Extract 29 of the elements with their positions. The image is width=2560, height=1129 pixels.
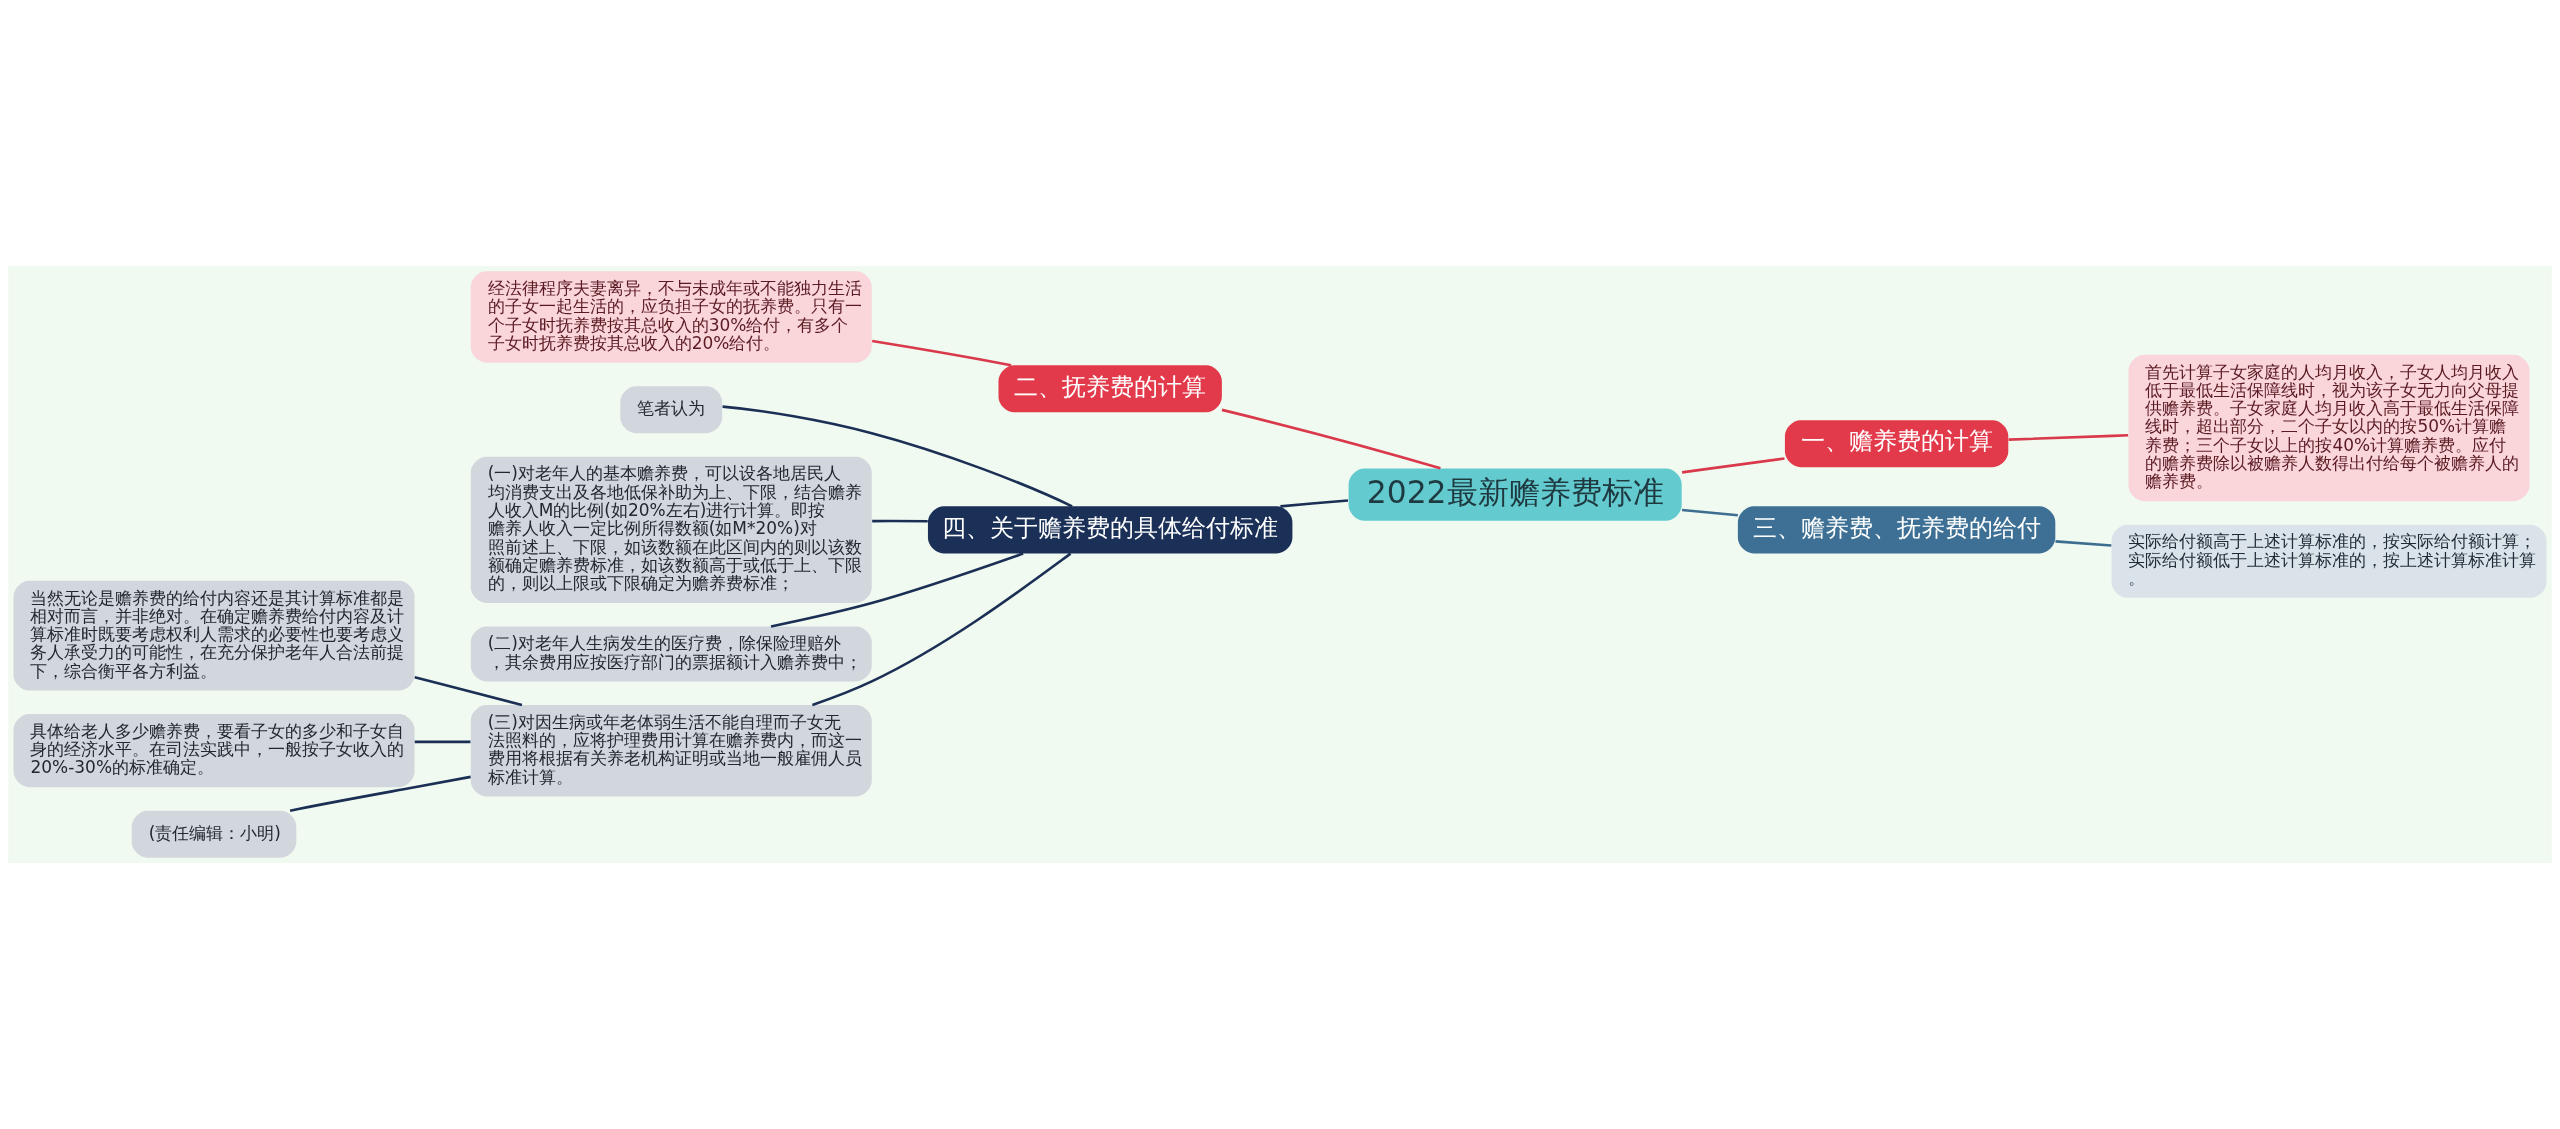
node-box: 经法律程序夫妻离异，不与未成年或不能独力生活的子女一起生活的，应负担子女的抚养费。只有一个子女时抚养费按其总收入的30%给付，有多个子女时抚养费按其总收入的20%给付。 xyxy=(470,271,872,363)
connector xyxy=(1221,408,1441,470)
node-box: (一)对老年人的基本赡养费，可以设各地居民人均消费支出及各地低保补助为上、下限，结合赡养人收入M的比例(如20%左右)进行计算。即按赡养人收入一定比例所得数额(如M*20%)对照前述上、下限，如该数额在此区间内的则以该数额确定赡养费标准，如该数额高于或低于上、下限的，则以上限或下限确定为赡养费标准； xyxy=(470,456,872,604)
connector xyxy=(770,552,1024,628)
connector xyxy=(1280,499,1349,508)
node-box: 笔者认为 xyxy=(620,386,723,434)
connector xyxy=(414,740,471,744)
node-box: 实际给付额高于上述计算标准的，按实际给付额计算；实际给付额低于上述计算标准的，按上述计算标准计算。 xyxy=(2111,524,2547,598)
node-box: 当然无论是赡养费的给付内容还是其计算标准都是相对而言，并非绝对。在确定赡养费给付内容及计算标准时既要考虑权利人需求的必要性也要考虑义务人承受力的可能性，在充分保护老年人合法前提下，综合衡平各方利益。 xyxy=(13,580,415,691)
node-box: (三)对因生病或年老体弱生活不能自理而子女无法照料的，应将护理费用计算在赡养费内，而这一费用将根据有关养老机构证明或当地一般雇佣人员标准计算。 xyxy=(470,704,872,797)
node-box: 三、赡养费、抚养费的给付 xyxy=(1737,506,2056,554)
node-box: 一、赡养费的计算 xyxy=(1784,420,2009,468)
connector xyxy=(811,552,1072,707)
connector xyxy=(2055,540,2112,547)
connector xyxy=(414,676,523,707)
node-box: 二、抚养费的计算 xyxy=(998,365,1222,413)
node-box: 2022最新赡养费标准 xyxy=(1348,468,1682,521)
connector xyxy=(1681,457,1785,474)
node-box: (责任编辑：小明) xyxy=(131,810,297,858)
connector xyxy=(289,775,471,812)
connector xyxy=(1681,508,1738,517)
node-box: 四、关于赡养费的具体给付标准 xyxy=(927,506,1293,554)
connector xyxy=(2008,433,2129,441)
connector xyxy=(722,405,1073,508)
node-box: (二)对老年人生病发生的医疗费，除保险理赔外，其余费用应按医疗部门的票据额计入赡养费中； xyxy=(470,626,872,682)
node-box: 首先计算子女家庭的人均月收入，子女人均月收入低于最低生活保障线时，视为该子女无力向父母提供赡养费。子女家庭人均月收入高于最低生活保障线时，超出部分，二个子女以内的按50%计算赡养费；三个子女以上的按40%计算赡养费。应付的赡养费除以被赡养人数得出付给每个被赡养人的赡养费。 xyxy=(2128,354,2530,502)
connector xyxy=(872,519,928,523)
connector xyxy=(872,339,1012,367)
node-box: 具体给老人多少赡养费，要看子女的多少和子女自身的经济水平。在司法实践中，一般按子女收入的20%-30%的标准确定。 xyxy=(13,714,415,788)
